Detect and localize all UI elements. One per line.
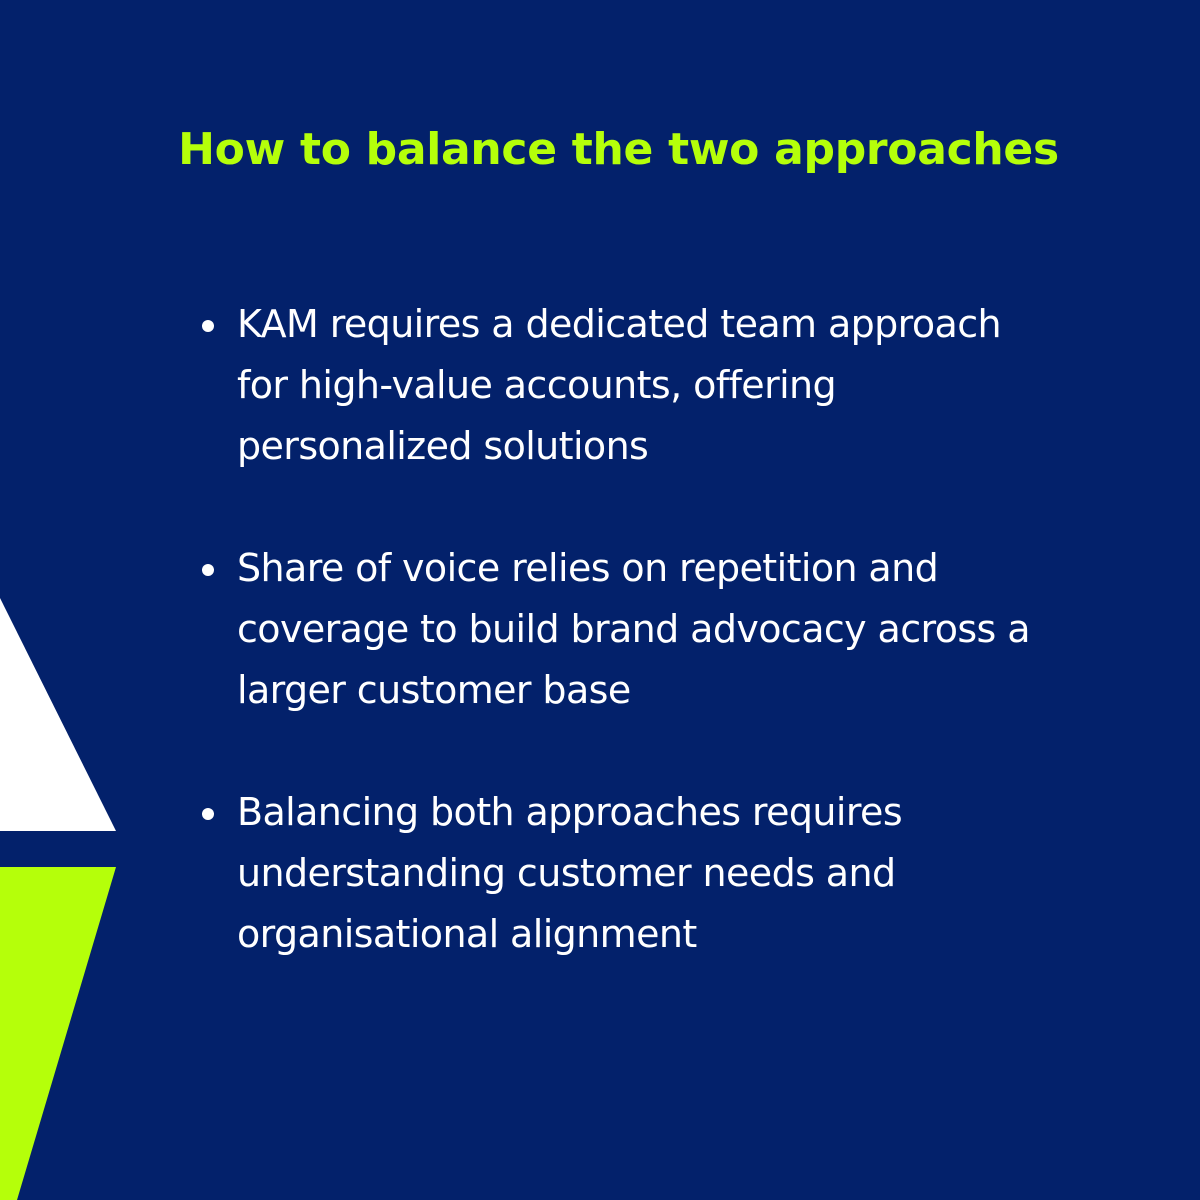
bullet-item: KAM requires a dedicated team approach f…: [202, 294, 1167, 477]
bullet-dot-icon: [202, 808, 214, 820]
bullet-item: Share of voice relies on repetition and …: [202, 538, 1167, 721]
bullet-item: Balancing both approaches requires under…: [202, 782, 1167, 965]
bullet-dot-icon: [202, 320, 214, 332]
bullet-text: Balancing both approaches requires under…: [237, 790, 903, 956]
bullet-text: Share of voice relies on repetition and …: [237, 546, 1031, 712]
bullet-text: KAM requires a dedicated team approach f…: [237, 302, 1002, 468]
bullet-dot-icon: [202, 564, 214, 576]
white-triangle-shape: [0, 598, 116, 831]
slide-title: How to balance the two approaches: [178, 124, 1059, 175]
lime-trapezoid-shape: [0, 867, 116, 1200]
